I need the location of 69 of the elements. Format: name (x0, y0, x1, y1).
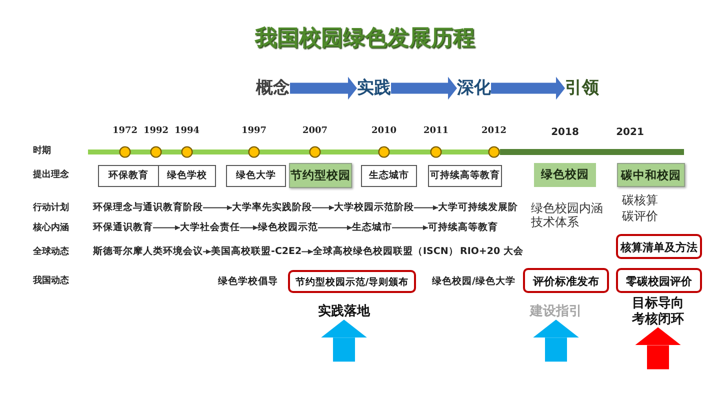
row-label: 提出理念 (33, 170, 69, 181)
arrow (202, 249, 212, 254)
arrow (152, 225, 180, 230)
phase-text: 绿色校园示范 (258, 222, 318, 234)
event-text: 斯德哥尔摩人类环境会议 (93, 246, 203, 258)
block-arrow (491, 76, 565, 100)
event-text: 美国高校联盟-C2E2 (211, 246, 302, 258)
phase-text: 大学可持续发展阶 (438, 202, 518, 214)
milestone-tag: 节约型校园示范/导则颁布 (288, 270, 416, 293)
year-label: 1972 (111, 126, 139, 137)
arrow (312, 205, 334, 210)
note-text: 碳核算 (622, 193, 658, 208)
arrow (392, 225, 428, 230)
phase-text: 环保通识教育 (93, 222, 153, 234)
concept-tag: 生态城市 (361, 165, 417, 187)
stage-label: 引领 (565, 78, 599, 98)
arrow (318, 225, 352, 230)
arrow (414, 205, 438, 210)
event-text: RIO+20 大会 (460, 246, 524, 258)
concept-tag: 碳中和校园 (617, 163, 685, 187)
year-label: 1997 (240, 126, 268, 137)
year-label: 1994 (173, 126, 201, 137)
year-label: 2018 (550, 127, 580, 139)
event-text: 全球高校绿色校园联盟（ISCN） (313, 246, 458, 258)
milestone-tag: 零碳校园评价 (616, 268, 702, 293)
year-label: 2011 (422, 126, 450, 137)
row-label: 我国动态 (33, 276, 69, 287)
summary-text: 建设指引 (530, 304, 582, 320)
year-label: 1992 (142, 126, 170, 137)
year-label: 2010 (370, 126, 398, 137)
row-label: 核心内涵 (33, 223, 69, 234)
phase-text: 大学社会责任 (180, 222, 240, 234)
summary-text: 实践落地 (318, 304, 370, 320)
year-label: 2021 (615, 127, 645, 139)
stage-label: 实践 (357, 78, 391, 98)
note-text: 碳评价 (622, 209, 658, 224)
block-arrow (290, 76, 357, 100)
phase-text: 环保理念与通识教育阶段 (93, 202, 203, 214)
event-text: 绿色学校倡导 (218, 276, 278, 288)
arrow (240, 225, 258, 230)
arrow (301, 249, 314, 254)
concept-tag: 节约型校园 (289, 163, 352, 188)
row-label: 行动计划 (33, 203, 69, 214)
arrow (202, 205, 232, 210)
concept-tag: 绿色校园 (534, 163, 596, 187)
year-label: 2007 (301, 126, 329, 137)
stage-label: 概念 (256, 78, 290, 98)
event-text: 绿色校园/绿色大学 (432, 276, 516, 288)
phase-text: 可持续高等教育 (428, 222, 498, 234)
phase-text: 生态城市 (352, 222, 392, 234)
concept-tag: 可持续高等教育 (428, 165, 502, 187)
year-label: 2012 (480, 126, 508, 137)
stage-label: 深化 (457, 78, 491, 98)
concept-tag: 绿色学校 (158, 165, 216, 187)
title: 我国校园绿色发展历程 (255, 26, 475, 52)
block-arrow (391, 76, 457, 100)
concept-tag: 绿色大学 (226, 165, 286, 187)
milestone-tag: 评价标准发布 (523, 268, 609, 293)
block-arrow (635, 327, 681, 370)
phase-text: 大学校园示范阶段 (334, 202, 414, 214)
block-arrow (533, 320, 579, 362)
note-text: 绿色校园内涵技术体系 (531, 201, 604, 230)
summary-text: 目标导向考核闭环 (629, 296, 687, 328)
block-arrow (321, 320, 367, 362)
row-label: 时期 (33, 146, 51, 157)
phase-text: 大学率先实践阶段 (232, 202, 312, 214)
milestone-tag: 核算清单及方法 (616, 234, 702, 259)
concept-tag: 环保教育 (98, 165, 159, 187)
row-label: 全球动态 (33, 247, 69, 258)
